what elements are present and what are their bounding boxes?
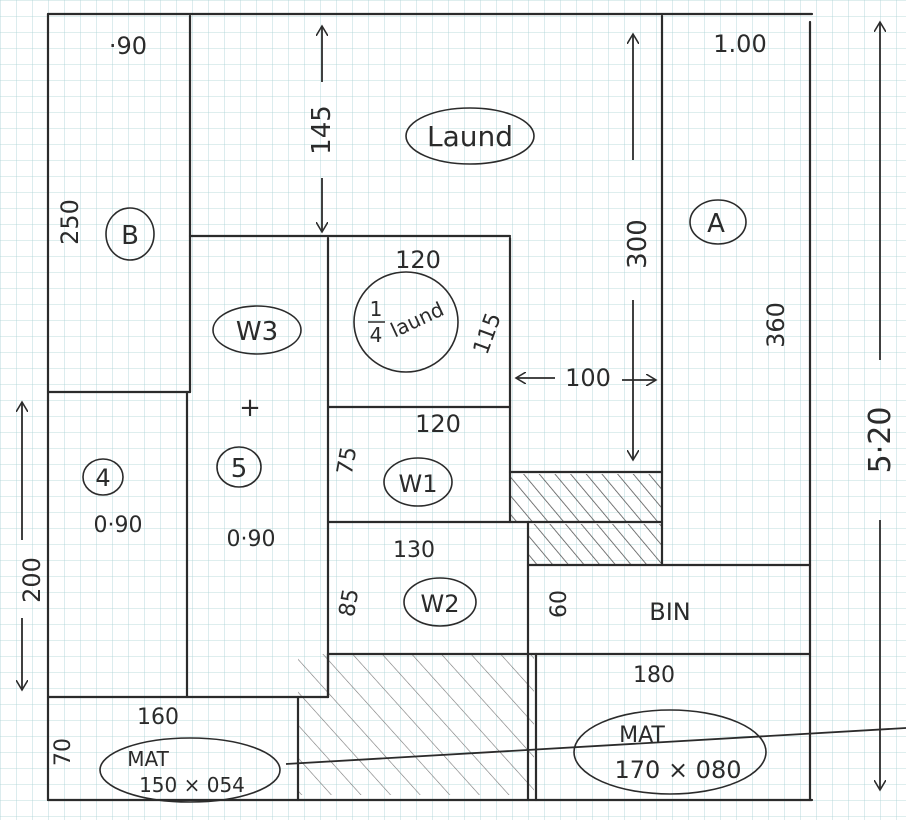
mat-left-label: MAT [127, 747, 169, 771]
mat-left-size: 150 × 054 [139, 773, 245, 797]
w2-label: W2 [421, 590, 460, 618]
w1-height-dim: 75 [333, 445, 362, 477]
w3-label: W3 [236, 317, 278, 347]
hatched-strip-lower [528, 524, 663, 564]
label-rings [82, 107, 767, 803]
a-inner-dim: 300 [623, 219, 653, 269]
laundry-height-dim: 145 [307, 105, 337, 155]
mat-left-height-dim: 70 [51, 738, 76, 766]
w1-label: W1 [399, 470, 438, 498]
bin-label: BIN [649, 598, 691, 626]
hatched-floor-area [298, 654, 534, 795]
mat-left-width-dim: 160 [137, 705, 179, 730]
laundry-label: Laund [427, 120, 513, 153]
a-ring [689, 199, 747, 245]
dimension-arrows [22, 22, 880, 790]
mat-right-ring [573, 709, 767, 795]
b-height-dim: 250 [56, 199, 84, 245]
a-label: A [707, 209, 725, 239]
quarter-laundry-ring [353, 271, 459, 373]
quarter-laundry-denominator: 4 [370, 323, 383, 347]
w1-ring [383, 457, 453, 507]
w1-width-dim: 120 [415, 410, 461, 438]
w3-plus-sign: + [239, 393, 261, 423]
mat-right-label: MAT [619, 723, 665, 748]
mat-right-width-dim: 180 [633, 663, 675, 688]
laundry-ring [405, 107, 535, 165]
room4-ring [82, 458, 124, 496]
w2-width-dim: 130 [393, 538, 435, 563]
w2-height-dim: 85 [335, 587, 364, 619]
mat-right-size: 170 × 080 [615, 756, 742, 784]
bin-height-dim: 60 [547, 590, 572, 618]
b-label: B [121, 221, 139, 251]
quarter-laundry-width-dim: 120 [395, 246, 441, 274]
b-width-dim: ·90 [109, 32, 147, 60]
gap-dim: 100 [565, 364, 611, 392]
w3-width-dim: 0·90 [227, 527, 276, 552]
a-width-dim: 1.00 [713, 30, 766, 58]
hatched-strip-upper [511, 474, 663, 522]
quarter-laundry-numerator: 1 [370, 297, 383, 321]
b-ring [105, 207, 155, 261]
overall-height-dim: 5·20 [863, 407, 898, 474]
diagonal-sketch-line [285, 727, 906, 765]
five-ring [216, 446, 262, 488]
wall-lines [46, 12, 814, 802]
room4-width-dim: 0·90 [94, 513, 143, 538]
five-label: 5 [231, 454, 248, 484]
w3-ring [212, 305, 302, 355]
room4-label: 4 [95, 464, 110, 492]
room4-height-dim: 200 [18, 557, 46, 603]
w2-ring [403, 577, 477, 627]
a-height-dim: 360 [762, 302, 790, 348]
mat-left-ring [99, 737, 281, 803]
